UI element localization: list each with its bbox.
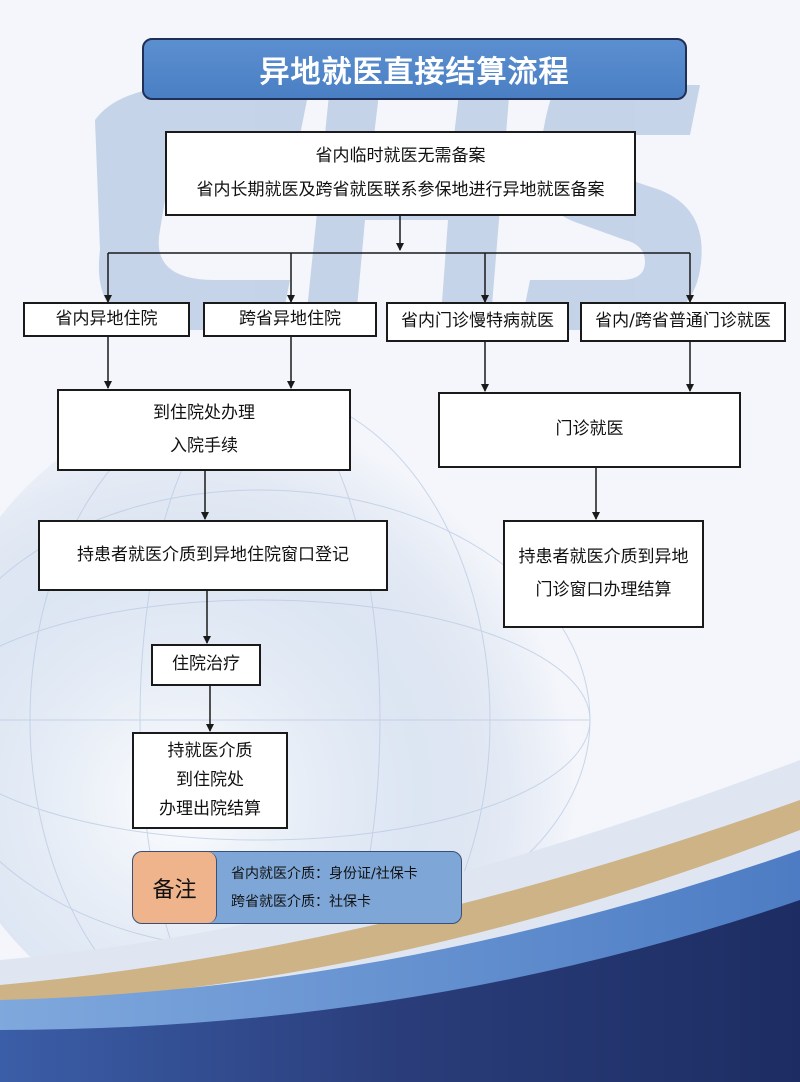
register-box: 持患者就医介质到异地住院窗口登记 bbox=[38, 520, 388, 591]
filing-requirement-box: 省内临时就医无需备案 省内长期就医及跨省就医联系参保地进行异地就医备案 bbox=[165, 131, 636, 216]
bottom-wave-gold bbox=[0, 800, 800, 1005]
bottom-wave-dark bbox=[0, 900, 800, 1082]
remark-panel: 备注 省内就医介质：身份证/社保卡 跨省就医介质：社保卡 bbox=[132, 851, 462, 924]
settle-line-1: 持患者就医介质到异地 bbox=[518, 546, 689, 567]
outpatient-settle-box: 持患者就医介质到异地 门诊窗口办理结算 bbox=[503, 520, 704, 628]
discharge-line-2: 到住院处 bbox=[176, 770, 244, 791]
discharge-line-3: 办理出院结算 bbox=[159, 798, 261, 819]
discharge-box: 持就医介质 到住院处 办理出院结算 bbox=[132, 732, 288, 829]
remark-line-2: 跨省就医介质：社保卡 bbox=[231, 894, 371, 910]
discharge-line-1: 持就医介质 bbox=[167, 741, 253, 762]
branch-general-outpatient: 省内/跨省普通门诊就医 bbox=[580, 302, 786, 342]
admission-line-1: 到住院处办理 bbox=[153, 402, 255, 423]
filing-line-2: 省内长期就医及跨省就医联系参保地进行异地就医备案 bbox=[196, 179, 605, 200]
settle-line-2: 门诊窗口办理结算 bbox=[535, 580, 672, 600]
page-title: 异地就医直接结算流程 bbox=[142, 38, 687, 100]
branch-chronic-outpatient: 省内门诊慢特病就医 bbox=[386, 302, 569, 342]
branch-cross-province-inpatient: 跨省异地住院 bbox=[203, 302, 377, 337]
remark-line-1: 省内就医介质：身份证/社保卡 bbox=[231, 866, 418, 882]
admission-box: 到住院处办理 入院手续 bbox=[57, 389, 351, 471]
treatment-box: 住院治疗 bbox=[151, 644, 261, 686]
branch-provincial-inpatient: 省内异地住院 bbox=[23, 302, 190, 337]
remark-tag: 备注 bbox=[133, 852, 217, 923]
filing-line-1: 省内临时就医无需备案 bbox=[315, 146, 486, 167]
admission-line-2: 入院手续 bbox=[170, 436, 238, 456]
remark-lines: 省内就医介质：身份证/社保卡 跨省就医介质：社保卡 bbox=[231, 860, 418, 916]
outpatient-visit-box: 门诊就医 bbox=[438, 392, 741, 468]
